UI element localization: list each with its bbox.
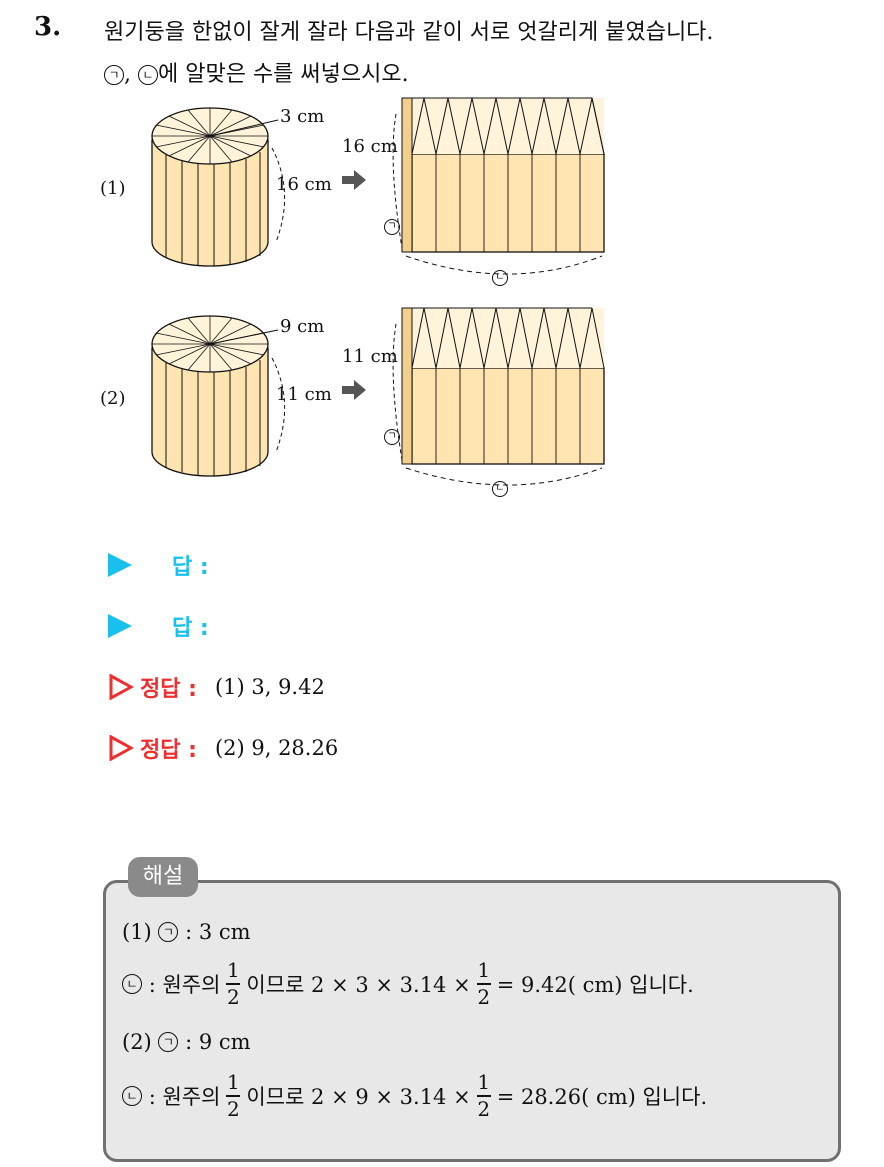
explanation-part-1b-mid: 이므로 2 × 3 × 3.14 × xyxy=(246,972,471,997)
play-triangle-icon xyxy=(108,553,132,577)
correct-answer-row-2: 정답 : (2) 9, 28.26 xyxy=(108,733,338,763)
marker-b: ㄴ xyxy=(122,973,142,994)
outline-triangle-icon xyxy=(109,674,134,700)
figure-1-rect-height-label: 16 cm xyxy=(342,136,398,157)
question-text-line1: 원기둥을 한없이 잘게 잘라 다음과 같이 서로 엇갈리게 붙였습니다. xyxy=(104,20,714,45)
marker-a: ㄱ xyxy=(158,922,179,942)
marker-separator: , xyxy=(124,62,131,87)
figure-1-label: (1) xyxy=(100,178,126,199)
explanation-part-2b-post: = 28.26( cm) 입니다. xyxy=(496,1084,708,1109)
correct-answer-label-2: 정답 : xyxy=(140,738,197,763)
correct-answer-value-2: (2) 9, 28.26 xyxy=(214,736,339,760)
answer-label-2: 답 : xyxy=(172,616,209,641)
explanation-part-2b-pre: : 원주의 xyxy=(148,1084,221,1109)
explanation-box xyxy=(103,880,841,1162)
figure-1 xyxy=(151,97,605,275)
figure-2-marker-a: ㄱ xyxy=(384,426,400,445)
figure-1-marker-a: ㄱ xyxy=(384,216,400,235)
figure-2-label: (2) xyxy=(100,388,126,409)
figure-2-height-label: 11 cm xyxy=(276,384,332,405)
figure-2 xyxy=(151,307,605,486)
play-triangle-icon xyxy=(108,614,132,638)
correct-answer-value-1: (1) 3, 9.42 xyxy=(214,675,325,699)
explanation-part-2-head: (2) xyxy=(122,1030,152,1054)
question-number: 3. xyxy=(34,12,62,42)
outline-triangle-icon xyxy=(109,735,134,761)
explanation-part-1b-post: = 9.42( cm) 입니다. xyxy=(496,972,694,997)
figure-2-marker-b: ㄴ xyxy=(492,478,508,497)
marker-b: ㄴ xyxy=(138,65,158,85)
figure-1-marker-b: ㄴ xyxy=(492,267,508,286)
figure-2-rect-height-label: 11 cm xyxy=(342,346,398,367)
explanation-part-1-head: (1) xyxy=(122,920,152,944)
explanation-line-1: (1) ㄱ : 3 cm xyxy=(122,920,251,944)
explanation-part-1b-pre: : 원주의 xyxy=(148,972,221,997)
answer-row-2: 답 : xyxy=(108,611,209,641)
question-text-line2-tail: 에 알맞은 수를 써넣으시오. xyxy=(158,62,409,87)
marker-a: ㄱ xyxy=(104,65,124,85)
answer-label-1: 답 : xyxy=(172,555,209,580)
figure-2-radius-label: 9 cm xyxy=(280,316,325,337)
answer-row-1: 답 : xyxy=(108,550,209,580)
marker-b: ㄴ xyxy=(122,1085,142,1106)
explanation-tag: 해설 xyxy=(128,857,198,897)
explanation-part-2-text: : 9 cm xyxy=(185,1030,251,1054)
figure-1-height-label: 16 cm xyxy=(276,174,332,195)
correct-answer-row-1: 정답 : (1) 3, 9.42 xyxy=(108,672,325,702)
explanation-line-3: (2) ㄱ : 9 cm xyxy=(122,1030,251,1054)
correct-answer-label-1: 정답 : xyxy=(140,677,197,702)
explanation-part-1-text: : 3 cm xyxy=(185,920,251,944)
explanation-part-2b-mid: 이므로 2 × 9 × 3.14 × xyxy=(246,1084,471,1109)
marker-a: ㄱ xyxy=(158,1032,179,1052)
figure-1-radius-label: 3 cm xyxy=(280,106,325,127)
